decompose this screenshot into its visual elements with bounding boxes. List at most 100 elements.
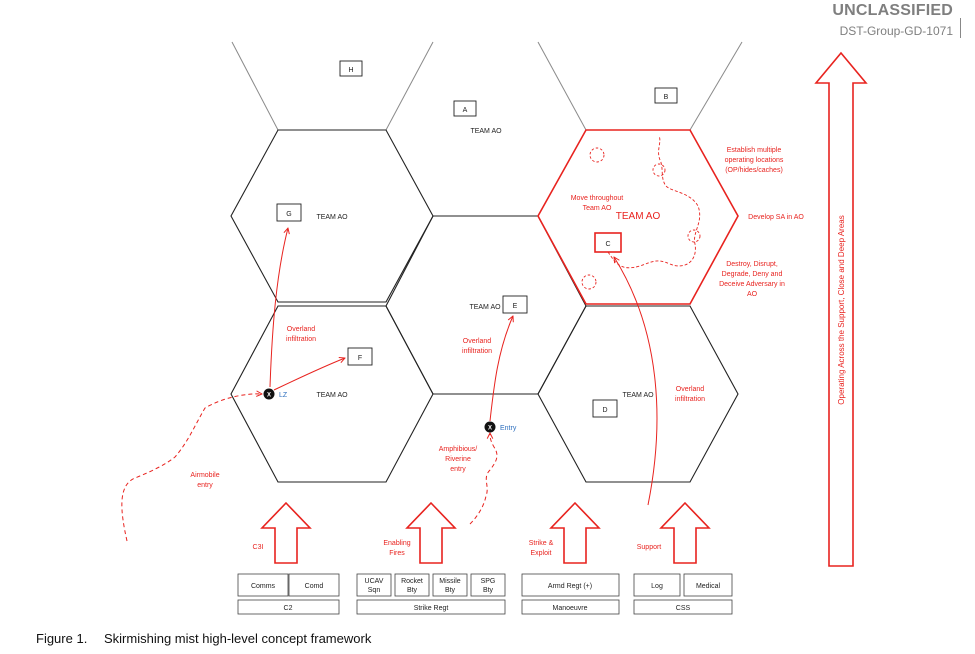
- unit-group-css: Log Medical CSS: [633, 573, 733, 615]
- hex-d: [537, 305, 739, 483]
- unit-comd: Comd: [305, 583, 324, 590]
- footer-strike: Strike Regt: [414, 605, 449, 612]
- letter-box-b: B: [654, 87, 678, 104]
- overland-note-mid: Overland infiltration: [462, 338, 492, 355]
- up-arrow-strike: [549, 501, 601, 564]
- svg-text:(OP/hides/caches): (OP/hides/caches): [725, 167, 783, 174]
- lz-marker: X: [263, 388, 275, 400]
- establish-note: Establish multiple operating locations (…: [725, 147, 784, 174]
- entry-label: Entry: [500, 425, 517, 432]
- svg-text:infiltration: infiltration: [286, 336, 316, 343]
- move-path: [607, 135, 701, 269]
- team-ao-e: TEAM AO: [469, 304, 501, 311]
- figure-caption: Figure 1. Skirmishing mist high-level con…: [36, 631, 371, 646]
- arrow-label-fires: Enabling Fires: [383, 540, 410, 557]
- infiltration-to-c: [614, 257, 658, 506]
- operating-location-circles: [581, 147, 701, 290]
- letter-box-f: F: [347, 347, 373, 366]
- svg-text:infiltration: infiltration: [462, 348, 492, 355]
- letter-box-a: A: [453, 100, 477, 117]
- infiltration-to-e: [489, 316, 513, 422]
- airmobile-route: [121, 394, 262, 542]
- letter-box-c: C: [594, 232, 622, 253]
- overland-note-left: Overland infiltration: [286, 326, 316, 343]
- svg-text:Sqn: Sqn: [368, 587, 381, 594]
- svg-text:Strike &: Strike &: [529, 540, 554, 547]
- svg-text:Bty: Bty: [407, 587, 418, 594]
- footer-c2: C2: [284, 605, 293, 612]
- entry-marker: X: [484, 421, 496, 433]
- team-ao-a: TEAM AO: [470, 128, 502, 135]
- header-divider: [960, 18, 961, 38]
- unit-log: Log: [651, 583, 663, 590]
- letter-box-e: E: [502, 295, 528, 314]
- document-id: DST-Group-GD-1071: [839, 24, 953, 38]
- letter-g: G: [286, 211, 291, 218]
- letter-b: B: [664, 94, 669, 101]
- footer-css: CSS: [676, 605, 691, 612]
- unit-group-c2: Comms Comd C2: [237, 573, 340, 615]
- infiltration-to-f: [273, 358, 345, 391]
- svg-text:entry: entry: [197, 482, 213, 489]
- destroy-note: Destroy, Disrupt, Degrade, Deny and Dece…: [719, 261, 785, 298]
- svg-text:Fires: Fires: [389, 550, 405, 557]
- infiltration-to-g: [269, 228, 288, 388]
- figure-title: Skirmishing mist high-level concept fram…: [104, 631, 372, 646]
- svg-text:Exploit: Exploit: [530, 550, 551, 557]
- letter-box-h: H: [339, 60, 363, 77]
- arrow-label-strike: Strike & Exploit: [529, 540, 554, 557]
- svg-text:entry: entry: [450, 466, 466, 473]
- svg-text:SPG: SPG: [481, 578, 496, 585]
- overland-note-right: Overland infiltration: [675, 386, 705, 403]
- up-arrows: [260, 501, 711, 564]
- letter-box-d: D: [592, 399, 618, 418]
- svg-text:Rocket: Rocket: [401, 578, 423, 585]
- letter-d: D: [602, 407, 607, 414]
- svg-text:Move throughout: Move throughout: [571, 195, 624, 202]
- airmobile-note: Airmobile entry: [190, 472, 219, 489]
- hex-lz: [230, 305, 434, 483]
- team-ao-d: TEAM AO: [622, 392, 654, 399]
- svg-text:Overland: Overland: [287, 326, 316, 333]
- svg-text:X: X: [267, 393, 271, 399]
- unit-medical: Medical: [696, 583, 721, 590]
- develop-note: Develop SA in AO: [748, 214, 804, 221]
- letter-e: E: [513, 303, 518, 310]
- letter-box-g: G: [276, 203, 302, 222]
- letter-c: C: [605, 241, 610, 248]
- side-arrow-label: Operating Across the Support, Close and …: [837, 215, 846, 404]
- classification-label: UNCLASSIFIED: [832, 2, 953, 19]
- letter-a: A: [463, 107, 468, 114]
- svg-text:Riverine: Riverine: [445, 456, 471, 463]
- team-ao-c: TEAM AO: [616, 211, 661, 222]
- figure-number: Figure 1.: [36, 631, 88, 646]
- footer-manoeuvre: Manoeuvre: [552, 605, 587, 612]
- unit-group-manoeuvre: Armd Regt (+) Manoeuvre: [521, 573, 620, 615]
- up-arrow-support: [659, 501, 711, 564]
- svg-text:Airmobile: Airmobile: [190, 472, 219, 479]
- svg-text:Team AO: Team AO: [583, 205, 612, 212]
- svg-text:AO: AO: [747, 291, 758, 298]
- svg-text:Amphibious/: Amphibious/: [439, 446, 478, 453]
- svg-text:Bty: Bty: [483, 587, 494, 594]
- team-ao-lz: TEAM AO: [316, 392, 348, 399]
- lz-label: LZ: [279, 392, 288, 399]
- letter-f: F: [358, 355, 362, 362]
- arrow-label-support: Support: [637, 544, 662, 551]
- move-note: Move throughout Team AO: [571, 195, 624, 212]
- amphibious-route: [469, 433, 498, 525]
- svg-text:Overland: Overland: [676, 386, 705, 393]
- hex-g: [230, 129, 434, 303]
- svg-text:Overland: Overland: [463, 338, 492, 345]
- unit-armd-regt: Armd Regt (+): [548, 583, 592, 590]
- svg-text:Destroy, Disrupt,: Destroy, Disrupt,: [726, 261, 778, 268]
- svg-text:operating locations: operating locations: [725, 157, 784, 164]
- svg-text:X: X: [488, 426, 492, 432]
- side-arrow-shape: [814, 51, 868, 567]
- unit-comms: Comms: [251, 583, 276, 590]
- svg-text:Bty: Bty: [445, 587, 456, 594]
- letter-h: H: [348, 67, 353, 74]
- svg-text:infiltration: infiltration: [675, 396, 705, 403]
- team-ao-g: TEAM AO: [316, 214, 348, 221]
- unit-group-strike: UCAV Sqn Rocket Bty Missile Bty SPG Bty …: [356, 573, 506, 615]
